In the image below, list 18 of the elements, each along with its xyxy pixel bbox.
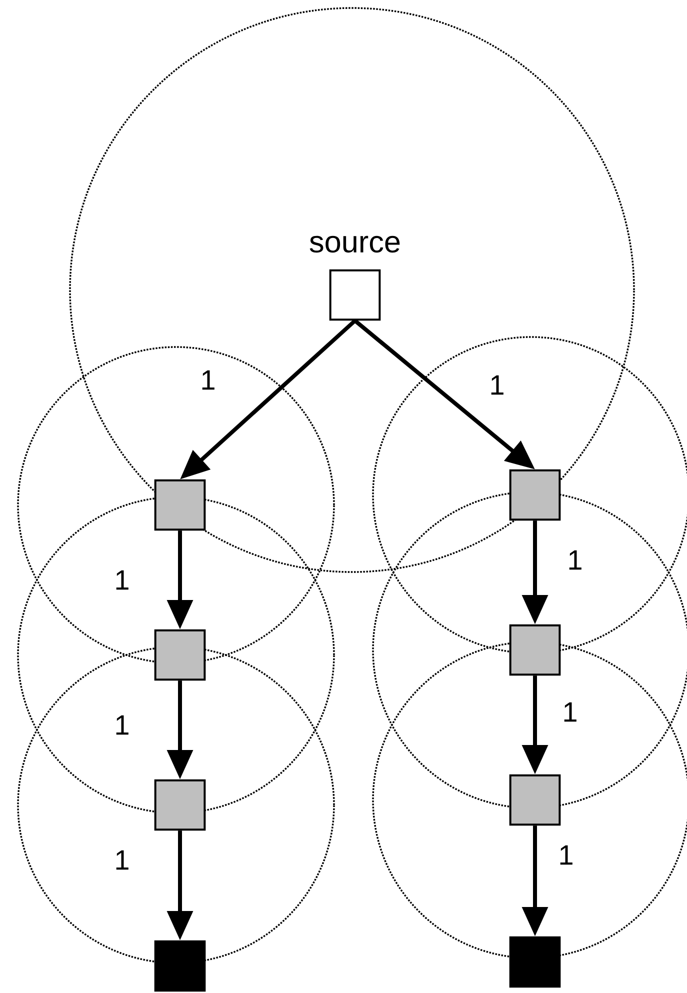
node-box [509, 624, 561, 676]
node-box [154, 479, 206, 531]
source-box [329, 269, 381, 321]
edge-label: 1 [112, 849, 132, 871]
node-box [509, 774, 561, 826]
node-box [154, 779, 206, 831]
node-box [154, 940, 206, 992]
edge-label: 1 [112, 569, 132, 591]
node-box [154, 629, 206, 681]
edge-label: 1 [560, 701, 580, 723]
node-label: source [310, 236, 400, 253]
node-box [509, 936, 561, 988]
edge-label: 1 [566, 549, 584, 571]
edge-label: 1 [556, 844, 576, 866]
edge-label: 1 [488, 374, 506, 396]
edge-label: 1 [112, 714, 132, 736]
edge-label: 1 [198, 369, 218, 391]
node-box [509, 469, 561, 521]
